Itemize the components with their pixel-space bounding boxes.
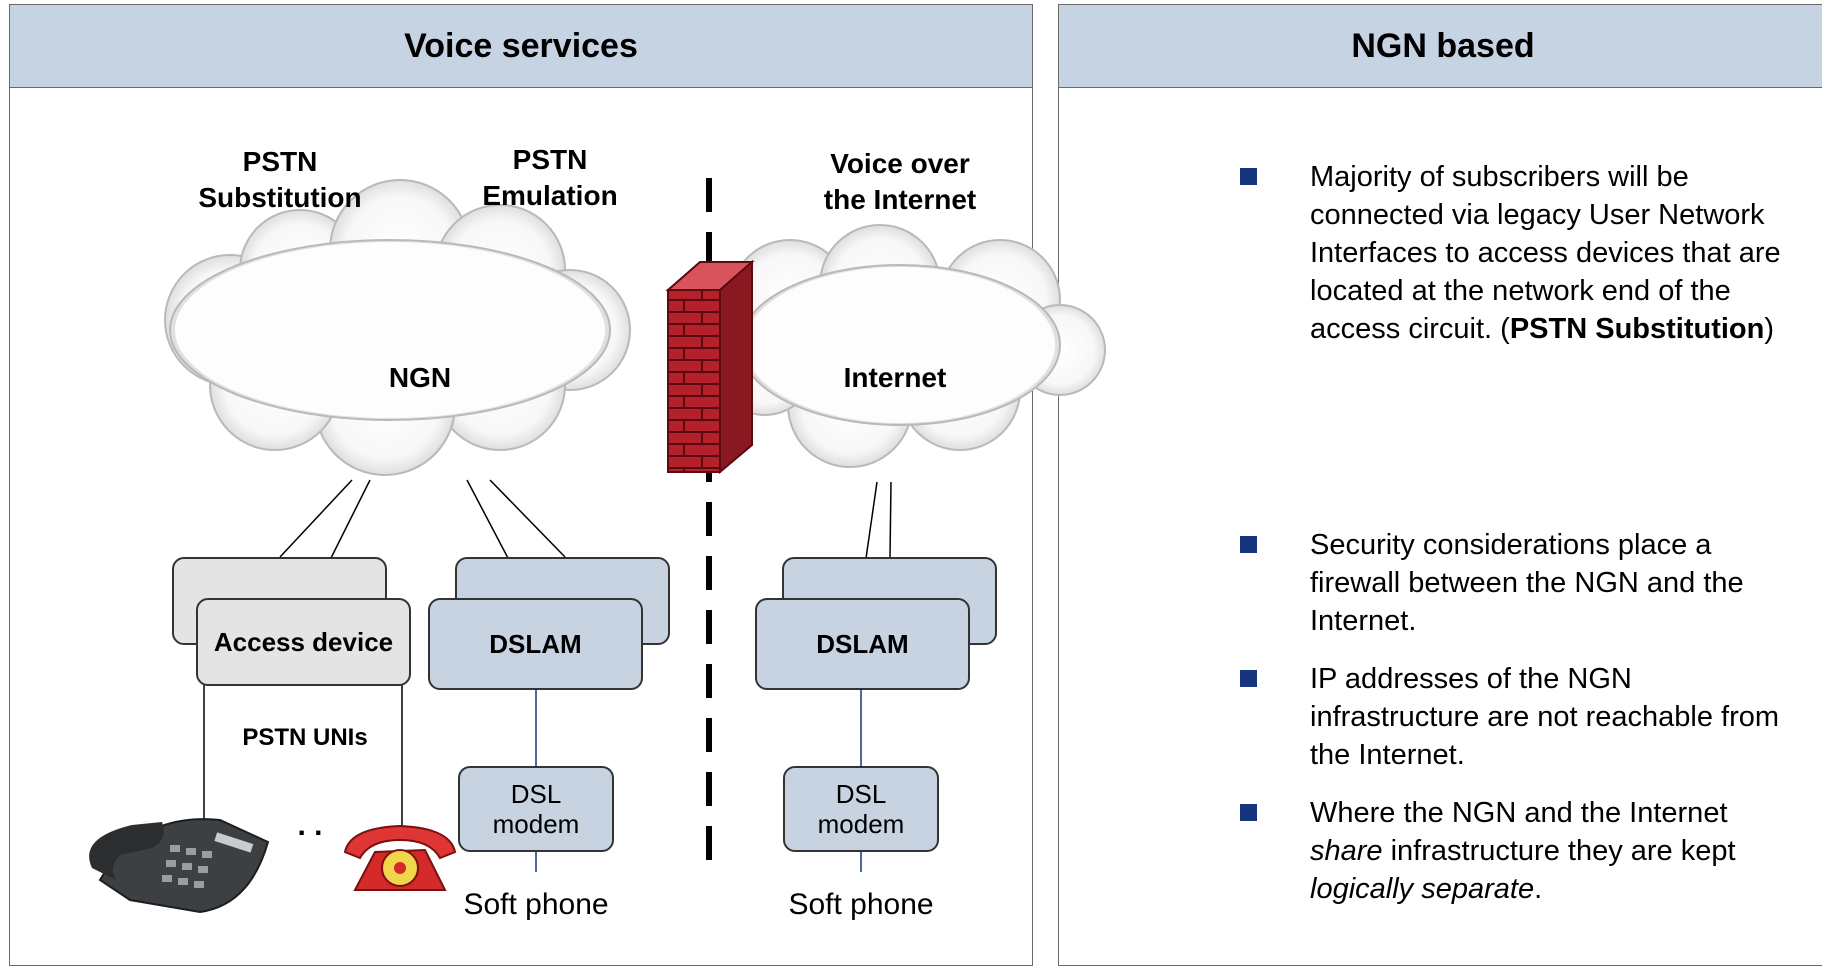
bullet-item: IP addresses of the NGN infrastructure a…	[1240, 660, 1805, 774]
soft-phone-right-label: Soft phone	[788, 888, 934, 921]
bullet-square-icon	[1240, 536, 1257, 553]
bullet-italic-text: share	[1310, 835, 1383, 867]
modem-label-line: DSL	[510, 779, 562, 809]
firewall-icon	[665, 259, 755, 475]
modem-label-line: DSL	[835, 779, 887, 809]
soft-phone-left-label: Soft phone	[463, 888, 609, 921]
label-line: Substitution	[198, 182, 362, 213]
label-line: Voice over	[830, 148, 970, 179]
bullet-text: )	[1764, 313, 1775, 345]
bullet-text: .	[1534, 873, 1543, 905]
label-line: Emulation	[482, 180, 618, 211]
ngn-based-panel: NGN based	[1058, 4, 1822, 966]
bullet-square-icon	[1240, 168, 1257, 185]
bullet-square-icon	[1240, 670, 1257, 687]
pstn-unis-label: PSTN UNIs	[242, 724, 368, 751]
ngn-based-title: NGN based	[1059, 5, 1822, 88]
bullet-square-icon	[1240, 804, 1257, 821]
access-device-box: Access device	[196, 598, 411, 686]
bullet-text: Security considerations place a firewall…	[1310, 529, 1744, 637]
bullet-item: Majority of subscribers will be connecte…	[1240, 158, 1805, 348]
modem-label-line: modem	[817, 809, 905, 839]
label-line: PSTN	[512, 144, 588, 175]
internet-cloud-label: Internet	[843, 362, 947, 393]
bullet-text: IP addresses of the NGN infrastructure a…	[1310, 663, 1780, 771]
modem-label-line: modem	[492, 809, 580, 839]
desk-phone-icon	[89, 818, 270, 914]
label-line: the Internet	[823, 184, 977, 215]
dslam-left-box: DSLAM	[428, 598, 643, 690]
bullet-item: Security considerations place a firewall…	[1240, 526, 1805, 640]
bullet-italic-text: logically separate	[1310, 873, 1535, 905]
voice-over-internet-label: Voice over the Internet	[790, 146, 1010, 218]
bullet-text: infrastructure they are kept	[1382, 835, 1736, 867]
bullet-item: Where the NGN and the Internet share inf…	[1240, 794, 1805, 908]
ngn-cloud-label: NGN	[388, 362, 452, 393]
dsl-modem-left-box: DSL modem	[458, 766, 614, 852]
red-rotary-phone-icon	[343, 824, 457, 891]
ellipsis-label: . .	[297, 809, 323, 842]
dsl-modem-right-box: DSL modem	[783, 766, 939, 852]
pstn-emulation-label: PSTN Emulation	[460, 142, 640, 214]
label-line: PSTN	[242, 146, 318, 177]
bullet-text: Where the NGN and the Internet	[1310, 797, 1728, 829]
ngn-cloud-icon	[164, 179, 631, 476]
bullet-text: Majority of subscribers will be connecte…	[1310, 161, 1781, 345]
pstn-substitution-label: PSTN Substitution	[180, 144, 380, 216]
dslam-right-box: DSLAM	[755, 598, 970, 690]
voice-services-title: Voice services	[10, 5, 1032, 88]
internet-cloud-icon	[714, 224, 1106, 468]
dsl-lines	[535, 690, 862, 872]
bullet-bold-text: PSTN Substitution	[1509, 313, 1765, 345]
